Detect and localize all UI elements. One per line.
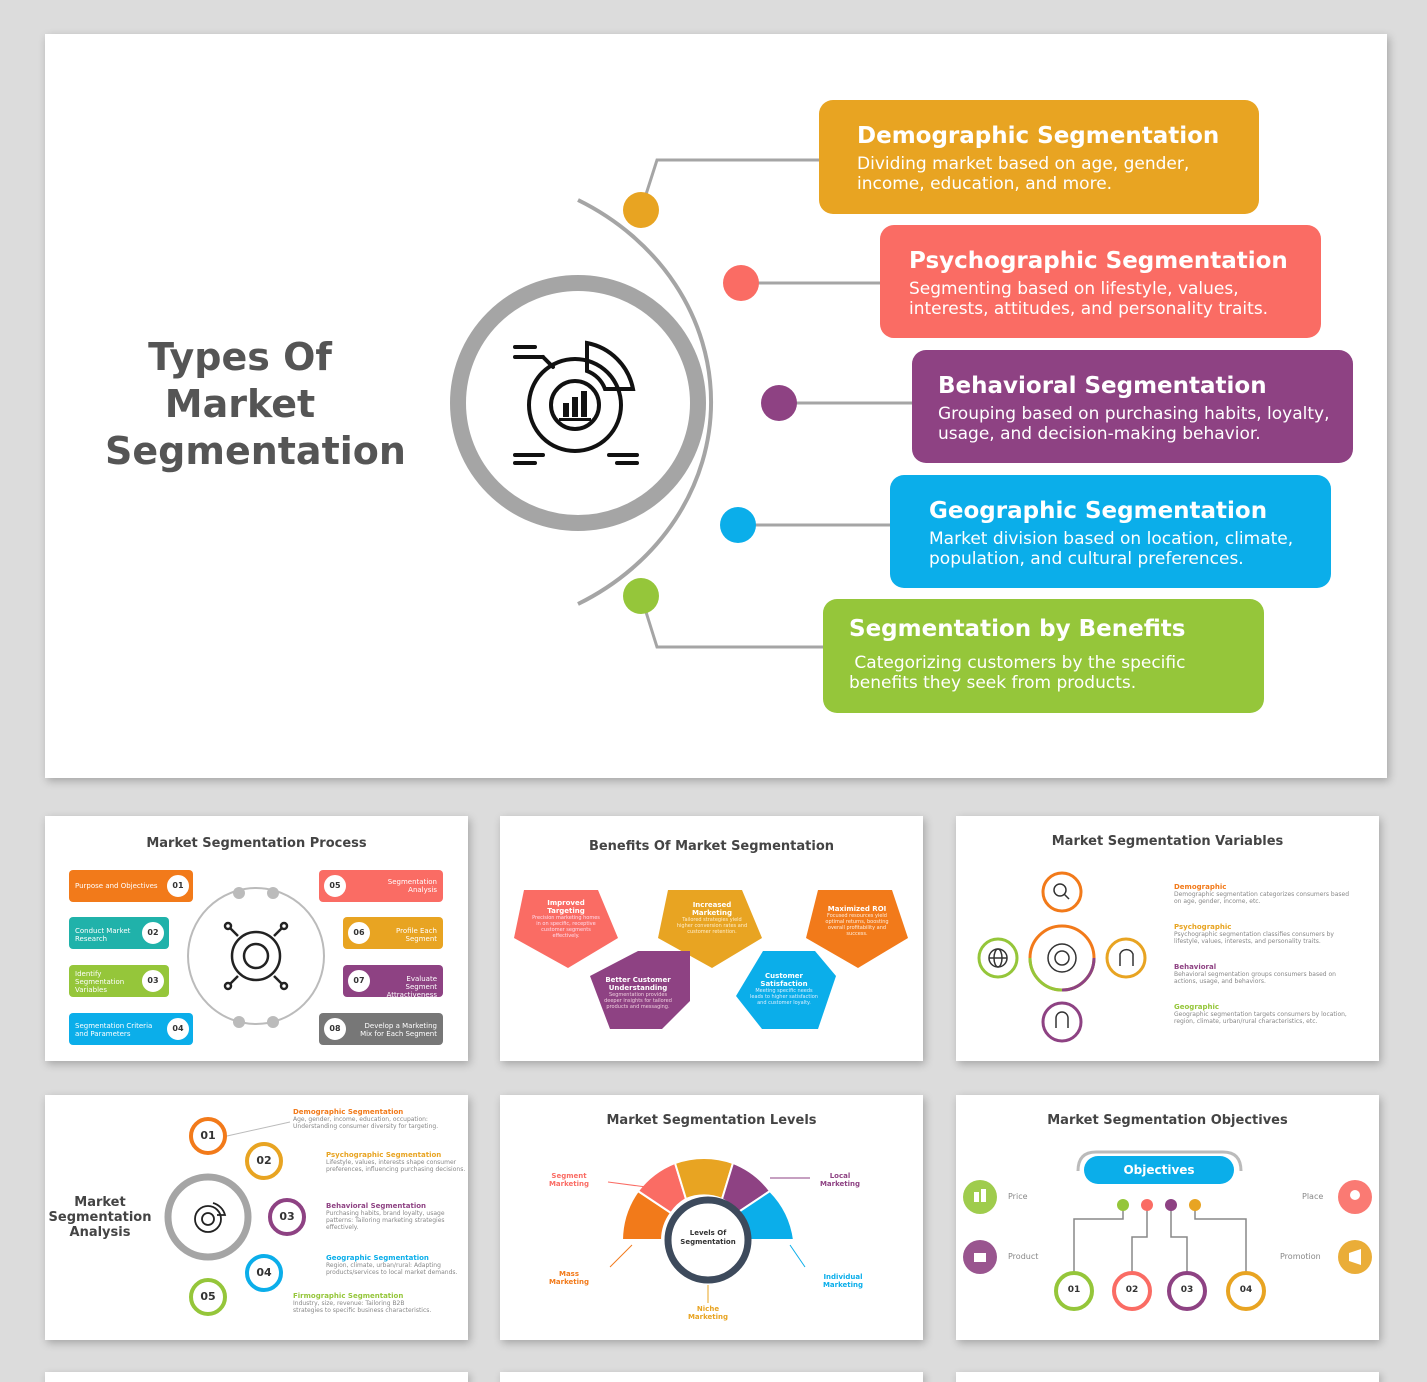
card-desc-line1: Segmenting based on lifestyle, values, xyxy=(909,279,1239,299)
objective-num-01: 01 xyxy=(1067,1285,1081,1295)
card-desc-line1: Grouping based on purchasing habits, loy… xyxy=(938,404,1330,424)
level-individual: Individual Marketing xyxy=(822,1273,864,1289)
benefit-increased-marketing: Increased Marketing Tailored strategies … xyxy=(676,901,748,935)
analysis-firmographic: Firmographic Segmentation Industry, size… xyxy=(293,1292,432,1314)
card-title: Geographic Segmentation xyxy=(929,498,1268,524)
variable-psychographic: Psychographic Psychographic segmentation… xyxy=(1174,923,1334,945)
benefit-maximized-roi: Maximized ROI Focused resources yield op… xyxy=(825,905,889,937)
benefit-customer-satisfaction: Customer Satisfaction Meeting specific n… xyxy=(750,972,818,1006)
card-title: Segmentation by Benefits xyxy=(849,616,1186,642)
thumb-benefits[interactable]: Benefits Of Market Segmentation Improved… xyxy=(500,816,923,1061)
card-desc-line1: Categorizing customers by the specific xyxy=(849,653,1186,673)
level-segment: Segment Marketing xyxy=(548,1172,590,1188)
level-mass: Mass Marketing xyxy=(548,1270,590,1286)
analysis-demographic: Demographic Segmentation Age, gender, in… xyxy=(293,1108,439,1130)
thumb-analysis[interactable]: Market Segmentation Analysis 01 02 03 04… xyxy=(45,1095,468,1340)
thumb-title: Benefits Of Market Segmentation xyxy=(588,839,835,854)
objective-num-02: 02 xyxy=(1125,1285,1139,1295)
card-demographic[interactable]: Demographic Segmentation Dividing market… xyxy=(819,100,1259,214)
variable-geographic: Geographic Geographic segmentation targe… xyxy=(1174,1003,1347,1025)
card-desc-line1: Dividing market based on age, gender, xyxy=(857,154,1190,174)
card-geographic[interactable]: Geographic Segmentation Market division … xyxy=(890,475,1331,588)
thumb-title: Market Segmentation Objectives xyxy=(1047,1113,1288,1128)
card-behavioral[interactable]: Behavioral Segmentation Grouping based o… xyxy=(912,350,1353,463)
step-number: 03 xyxy=(138,966,168,996)
objective-num-04: 04 xyxy=(1239,1285,1253,1295)
step-number: 02 xyxy=(138,918,168,948)
objective-product: Product xyxy=(1008,1252,1039,1261)
step-number: 08 xyxy=(320,1014,350,1044)
psychographic-dot xyxy=(723,265,759,301)
chart-segment-icon xyxy=(513,340,639,465)
geographic-dot xyxy=(720,507,756,543)
step-number: 07 xyxy=(344,966,374,996)
objective-num-03: 03 xyxy=(1180,1285,1194,1295)
benefit-customer-understanding: Better Customer Understanding Segmentati… xyxy=(604,976,672,1010)
page-title: Types Of Market Segmentation xyxy=(105,335,406,473)
analysis-num: 05 xyxy=(189,1278,227,1316)
analysis-behavioral: Behavioral Segmentation Purchasing habit… xyxy=(326,1202,445,1231)
analysis-num: 01 xyxy=(189,1117,227,1155)
step-number: 04 xyxy=(163,1014,193,1044)
level-local: Local Marketing xyxy=(819,1172,861,1188)
thumb-title: Market Segmentation Analysis xyxy=(48,1195,152,1240)
card-desc-line1: Market division based on location, clima… xyxy=(929,529,1294,549)
objective-price: Price xyxy=(1008,1192,1028,1201)
card-desc-line2: usage, and decision-making behavior. xyxy=(938,424,1261,444)
benefit-improved-targeting: Improved Targeting Precision marketing h… xyxy=(532,899,600,939)
objective-promotion: Promotion xyxy=(1280,1252,1321,1261)
objective-place: Place xyxy=(1302,1192,1324,1201)
thumb-title: Market Segmentation Levels xyxy=(606,1113,817,1128)
card-title: Psychographic Segmentation xyxy=(909,248,1288,274)
analysis-psychographic: Psychographic Segmentation Lifestyle, va… xyxy=(326,1151,466,1173)
thumb-partial-3[interactable] xyxy=(956,1372,1379,1382)
benefits-dot xyxy=(623,578,659,614)
card-desc-line2: benefits they seek from products. xyxy=(849,673,1137,693)
thumb-title: Market Segmentation Process xyxy=(146,836,367,851)
variable-demographic: Demographic Demographic segmentation cat… xyxy=(1174,883,1350,905)
thumb-title: Market Segmentation Variables xyxy=(1051,834,1284,849)
thumb-process[interactable]: Market Segmentation Process Purpose and … xyxy=(45,816,468,1061)
thumb-variables[interactable]: Market Segmentation Variables Demographi… xyxy=(956,816,1379,1061)
thumb-partial-1[interactable] xyxy=(45,1372,468,1382)
objectives-button[interactable]: Objectives xyxy=(1084,1156,1234,1184)
card-desc-line2: population, and cultural preferences. xyxy=(929,549,1244,569)
levels-center-label: Levels Of Segmentation xyxy=(680,1229,736,1246)
step-number: 05 xyxy=(320,871,350,901)
behavioral-dot xyxy=(761,385,797,421)
analysis-geographic: Geographic Segmentation Region, climate,… xyxy=(326,1254,458,1276)
variable-behavioral: Behavioral Behavioral segmentation group… xyxy=(1174,963,1336,985)
card-psychographic[interactable]: Psychographic Segmentation Segmenting ba… xyxy=(880,225,1321,338)
card-title: Demographic Segmentation xyxy=(857,123,1220,149)
card-desc-line2: income, education, and more. xyxy=(857,174,1113,194)
step-number: 06 xyxy=(344,918,374,948)
analysis-num: 04 xyxy=(245,1254,283,1292)
analysis-num: 02 xyxy=(245,1142,283,1180)
card-desc-line2: interests, attitudes, and personality tr… xyxy=(909,299,1269,319)
card-benefits[interactable]: Segmentation by Benefits Categorizing cu… xyxy=(823,599,1264,713)
thumb-objectives[interactable]: Market Segmentation Objectives Ob xyxy=(956,1095,1379,1340)
card-title: Behavioral Segmentation xyxy=(938,373,1267,399)
step-number: 01 xyxy=(163,871,193,901)
demographic-dot xyxy=(623,192,659,228)
main-slide[interactable]: Types Of Market Segmentation xyxy=(45,34,1387,778)
level-niche: Niche Marketing xyxy=(687,1305,729,1321)
thumb-levels[interactable]: Market Segmentation Levels Levels Of Seg… xyxy=(500,1095,923,1340)
analysis-num: 03 xyxy=(268,1198,306,1236)
thumb-partial-2[interactable] xyxy=(500,1372,923,1382)
